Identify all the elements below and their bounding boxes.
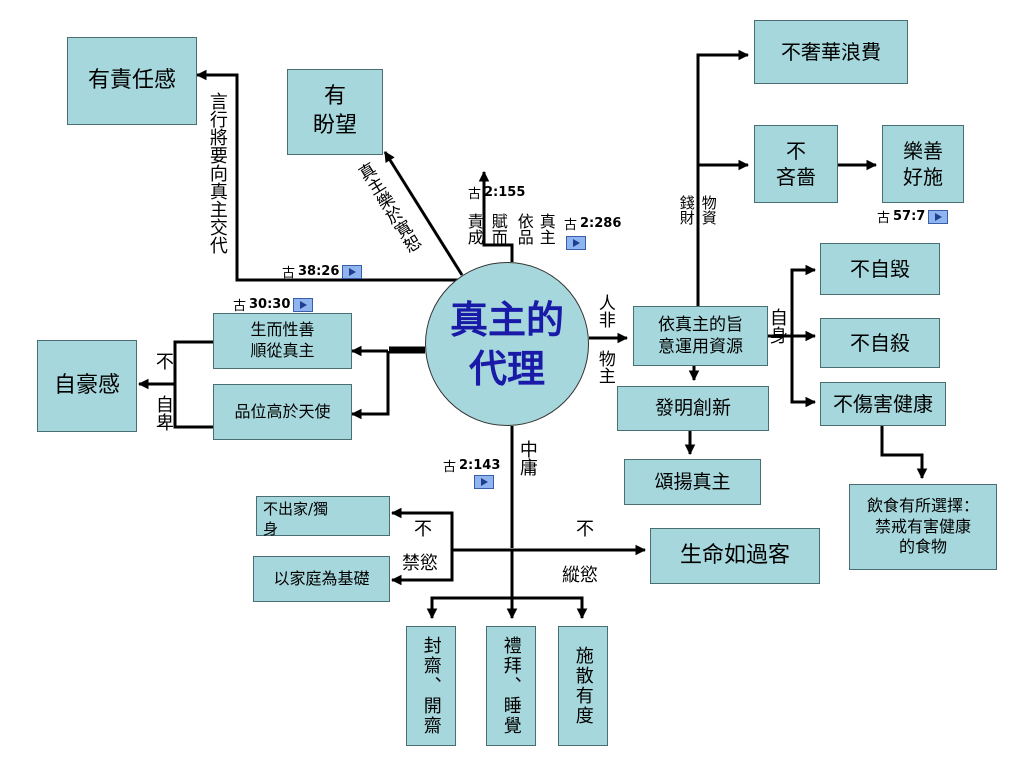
responsibility-box: 有責任感 xyxy=(67,37,197,125)
money-label: 錢財 xyxy=(677,195,696,225)
center-node: 真主的 代理 xyxy=(425,262,589,426)
indulge-label: 縱慾 xyxy=(562,565,598,586)
play-button-30-30[interactable] xyxy=(293,297,314,312)
endow-label: 賦而 xyxy=(488,213,508,245)
not3-label: 不 xyxy=(576,519,594,540)
not2-label: 不 xyxy=(414,519,432,540)
good-nature-box: 生而性善 順從真主 xyxy=(213,313,352,369)
fasting-box: 封齋、開齋 xyxy=(406,626,456,746)
not-self-destroy-box: 不自毀 xyxy=(820,243,940,295)
hope-box: 有 盼望 xyxy=(287,69,383,155)
prayer-sleep-box: 禮拜、睡覺 xyxy=(486,626,536,746)
middle-way-label: 中庸 xyxy=(516,440,538,476)
duty-label: 責成 xyxy=(464,213,484,245)
pride-box: 自豪感 xyxy=(37,340,137,432)
true-lord-label: 真主 xyxy=(536,213,556,245)
forbid-desire-label: 禁慾 xyxy=(402,553,438,574)
play-button-2-286[interactable] xyxy=(566,236,586,250)
not-celibate-box: 不出家/獨 身 xyxy=(256,496,390,538)
center-title: 真主的 代理 xyxy=(449,296,564,391)
moderate-charity-box: 施散有度 xyxy=(558,626,608,746)
lord2-label: 物主 xyxy=(594,350,615,384)
not-suicide-box: 不自殺 xyxy=(820,318,940,368)
life-passing-box: 生命如過客 xyxy=(650,528,820,584)
self-label: 自身 xyxy=(766,308,788,344)
family-box: 以家庭為基礎 xyxy=(253,556,390,602)
food-choice-box: 飲食有所選擇： 禁戒有害健康 的食物 xyxy=(849,484,997,570)
not-wasteful-box: 不奢華浪費 xyxy=(754,20,908,84)
praise-box: 頌揚真主 xyxy=(624,459,761,505)
above-angels-box: 品位高於天使 xyxy=(213,384,352,440)
play-button-2-143[interactable] xyxy=(474,475,494,489)
invent-box: 發明創新 xyxy=(617,386,769,431)
use-resources-box: 依真主的旨 意運用資源 xyxy=(633,306,768,366)
grant-label: 依品 xyxy=(514,213,534,245)
play-button-57-7[interactable] xyxy=(928,209,949,224)
not1-label: 不 xyxy=(152,352,174,370)
not-harm-health-box: 不傷害健康 xyxy=(820,382,946,426)
things-label: 物資 xyxy=(699,195,718,225)
self-humble-label: 自卑 xyxy=(152,395,174,431)
human-label: 人非 xyxy=(594,294,615,328)
accountable-label: 言行將要向真主交代 xyxy=(206,92,228,254)
play-button-38-26[interactable] xyxy=(342,264,363,279)
charitable-box: 樂善 好施 xyxy=(882,125,964,203)
not-stingy-box: 不 吝嗇 xyxy=(754,125,838,203)
